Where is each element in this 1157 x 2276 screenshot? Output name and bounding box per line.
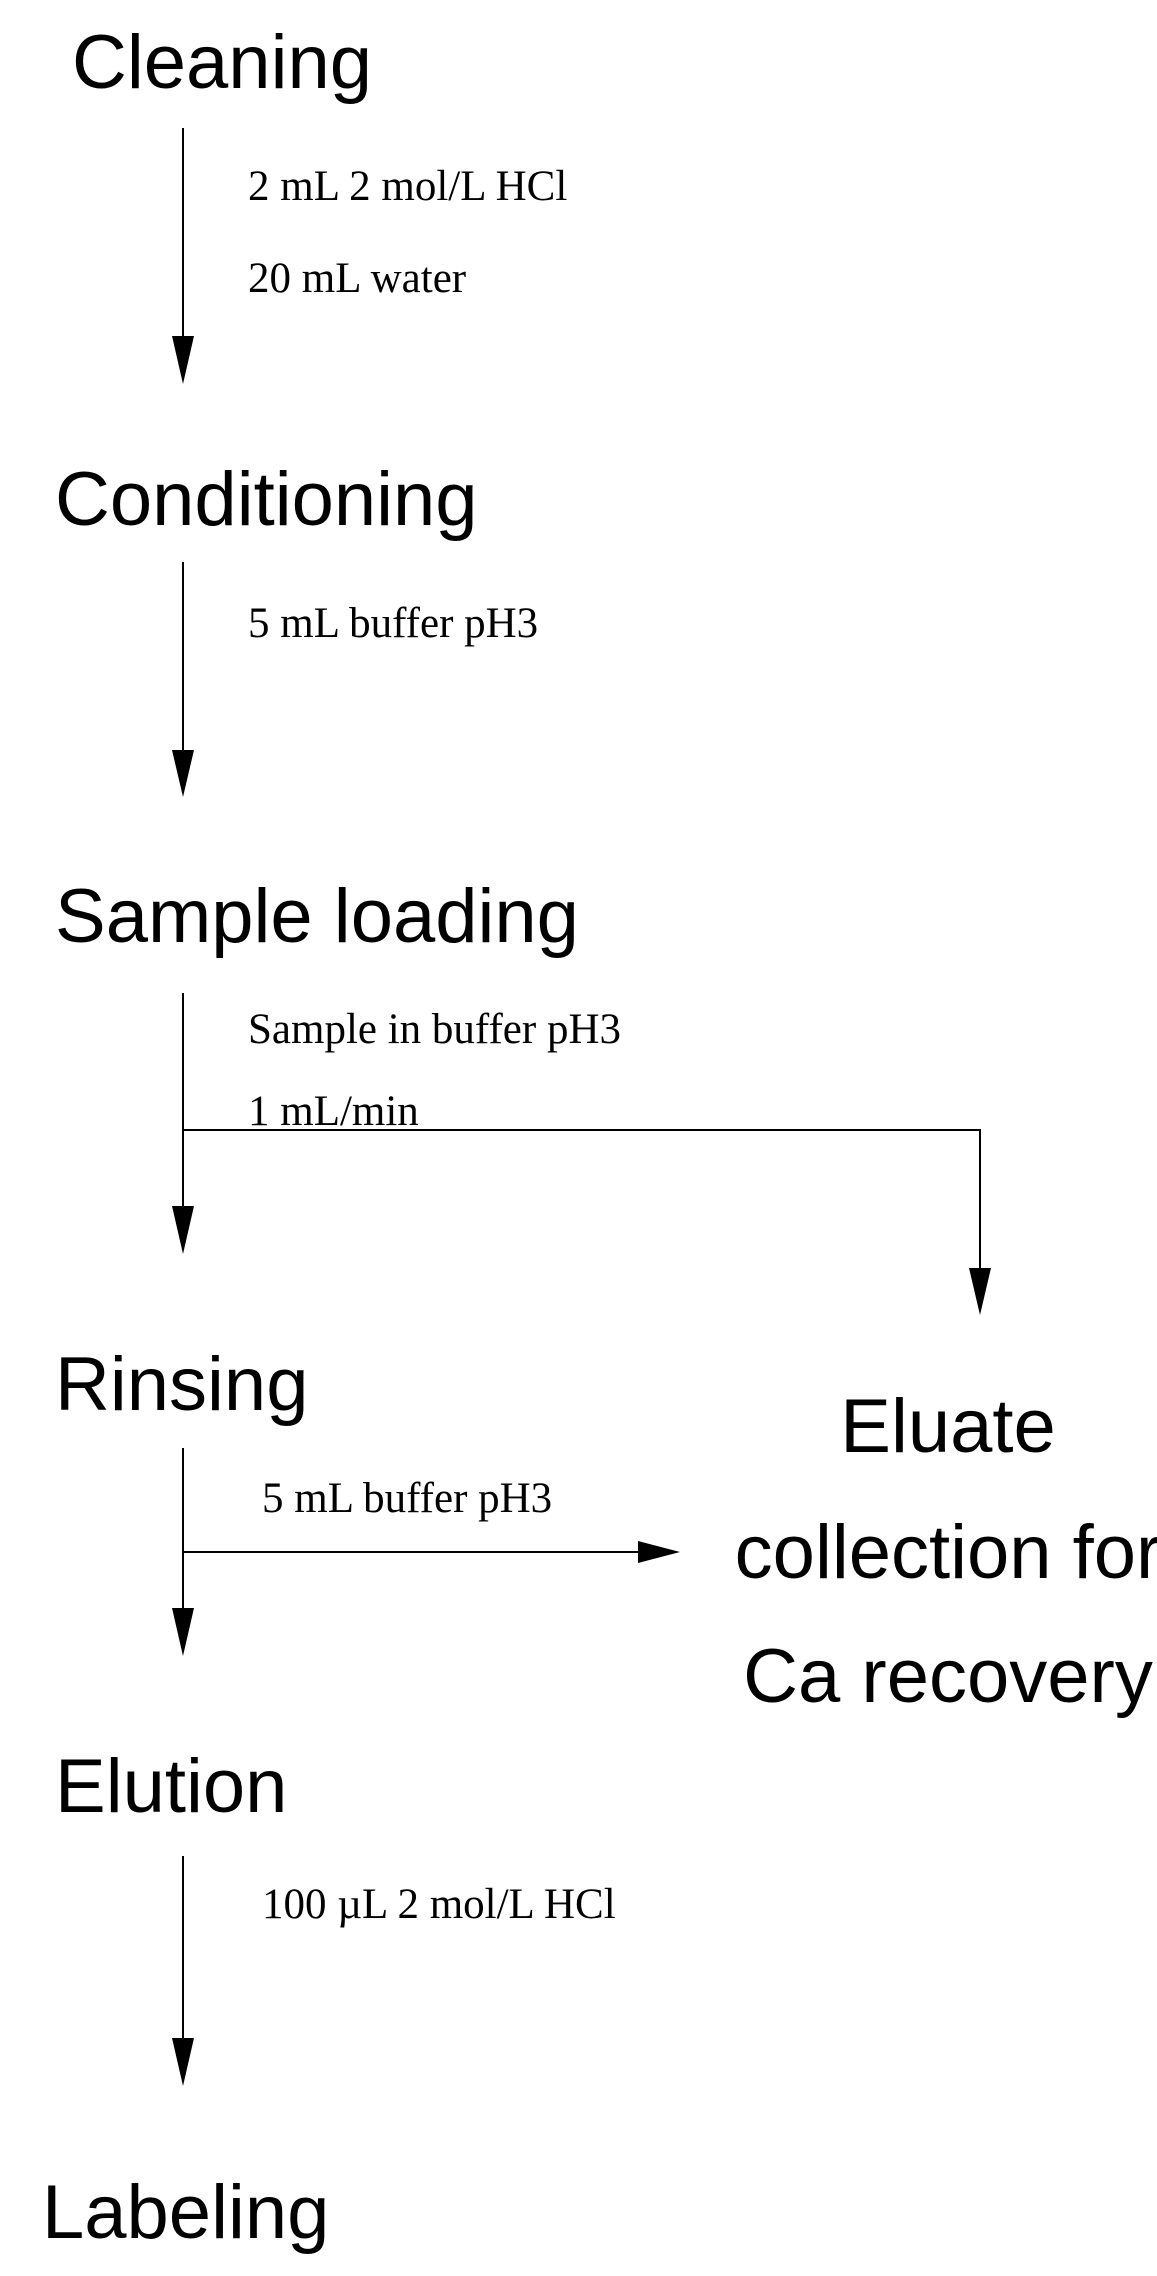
step-conditioning: Conditioning (55, 457, 478, 542)
arrowhead-conditioning (172, 336, 194, 384)
loading-condition-1: Sample in buffer pH3 (248, 1006, 621, 1053)
eluate-line-3: Ca recovery (743, 1634, 1153, 1719)
arrowhead-eluate-top (969, 1268, 991, 1315)
step-elution: Elution (55, 1744, 287, 1829)
arrow-loading-eluate (183, 1129, 981, 1272)
arrowhead-elution (172, 1608, 194, 1656)
step-rinsing: Rinsing (55, 1342, 308, 1427)
cleaning-condition-1: 2 mL 2 mol/L HCl (248, 163, 567, 210)
step-sample-loading: Sample loading (55, 874, 579, 959)
step-labeling: Labeling (42, 2170, 329, 2255)
arrowhead-rinsing (172, 1206, 194, 1254)
eluate-line-1: Eluate (840, 1384, 1056, 1469)
rinsing-condition: 5 mL buffer pH3 (262, 1475, 552, 1522)
loading-condition-2: 1 mL/min (248, 1088, 419, 1135)
step-cleaning: Cleaning (72, 20, 372, 105)
arrowhead-loading (172, 750, 194, 797)
cleaning-condition-2: 20 mL water (248, 255, 466, 302)
arrowhead-eluate-side (638, 1541, 680, 1563)
conditioning-condition: 5 mL buffer pH3 (248, 600, 538, 647)
arrowhead-labeling (172, 2038, 194, 2086)
elution-condition: 100 µL 2 mol/L HCl (262, 1881, 616, 1928)
eluate-line-2: collection for (735, 1510, 1157, 1595)
